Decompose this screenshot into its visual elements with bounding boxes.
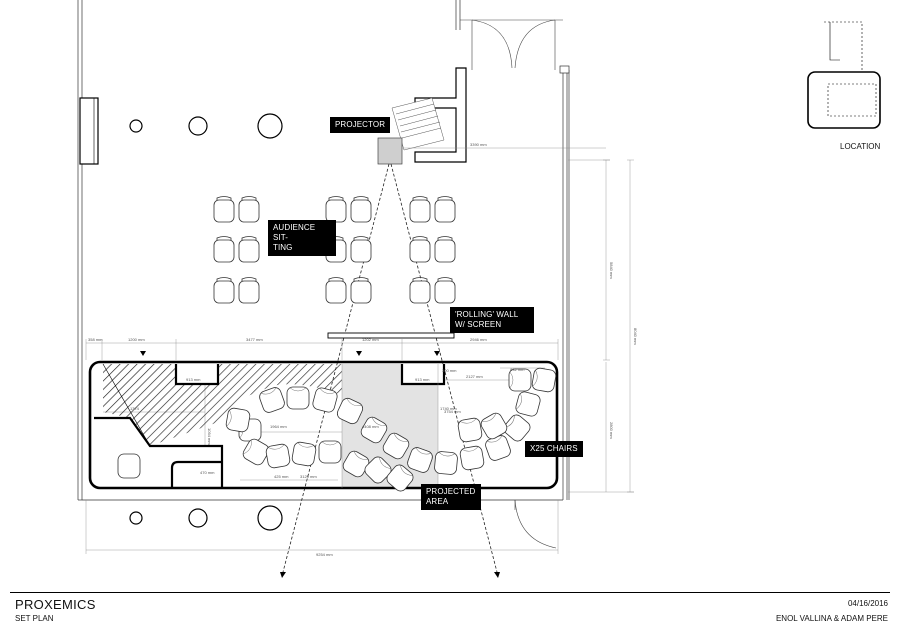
label-audience-sitting: AUDIENCE SIT- TING [268, 220, 336, 256]
label-projected-area: PROJECTED AREA [421, 484, 481, 510]
dim-9254: 9254 mm [316, 552, 333, 557]
dim-1374: 1374 [130, 406, 140, 411]
dim-470: 470 mm [200, 470, 215, 475]
label-projector: PROJECTOR [330, 117, 391, 133]
dim-3129: 3129 mm [300, 474, 317, 479]
dim-3477: 3477 mm [246, 337, 263, 342]
arrow-right-end [494, 572, 500, 578]
dim-1740: 1740 mm [440, 406, 457, 411]
dim-8040: 8040 mm [633, 328, 638, 345]
projector-stand [391, 97, 445, 151]
dim-2946: 2946 mm [470, 337, 487, 342]
dim-300: 300 mm [442, 368, 457, 373]
projector-wall [414, 67, 467, 163]
label-chairs-count: x25 CHAIRS [525, 441, 583, 457]
projector [377, 137, 403, 165]
dimension-texts: 358 mm 1200 mm 3477 mm 1202 mm 2946 mm 3… [88, 142, 638, 557]
sheet-name: SET PLAN [15, 614, 54, 623]
rolling-wall [327, 332, 455, 339]
title-block-rule [10, 592, 890, 593]
columns [129, 113, 283, 531]
dim-5840: 5840 mm [609, 262, 614, 279]
elevation-markers [140, 351, 440, 356]
dim-4408: 4408 mm [362, 424, 379, 429]
dim-1094: 1094 mm [207, 428, 212, 445]
sheet-date: 04/16/2016 [847, 599, 888, 608]
dim-1202: 1202 mm [362, 337, 379, 342]
label-rolling-wall: 'ROLLING' WALL W/ SCREEN [450, 307, 534, 333]
double-door [460, 19, 563, 70]
bottom-door [514, 499, 557, 549]
room-walls [77, 0, 570, 501]
dim-358: 358 mm [88, 337, 103, 342]
dim-1200: 1200 mm [128, 337, 145, 342]
dim-1964: 1964 mm [270, 424, 287, 429]
dim-3390: 3390 mm [470, 142, 487, 147]
dim-832: 832 mm [510, 367, 525, 372]
location-diagram [807, 21, 881, 129]
dim-2800: 2800 mm [609, 422, 614, 439]
arrow-left-end [280, 572, 286, 578]
dim-913-left: 913 mm [186, 377, 201, 382]
location-label: LOCATION [840, 142, 881, 151]
dim-425: 425 mm [274, 474, 289, 479]
dim-2127: 2127 mm [466, 374, 483, 379]
authors: ENOL VALLINA & ADAM PERE [775, 614, 888, 623]
project-title: PROXEMICS [15, 597, 96, 612]
dim-3754: 3754 mm [444, 409, 461, 414]
left-wall-element [79, 97, 99, 165]
dim-913-right: 913 mm [415, 377, 430, 382]
